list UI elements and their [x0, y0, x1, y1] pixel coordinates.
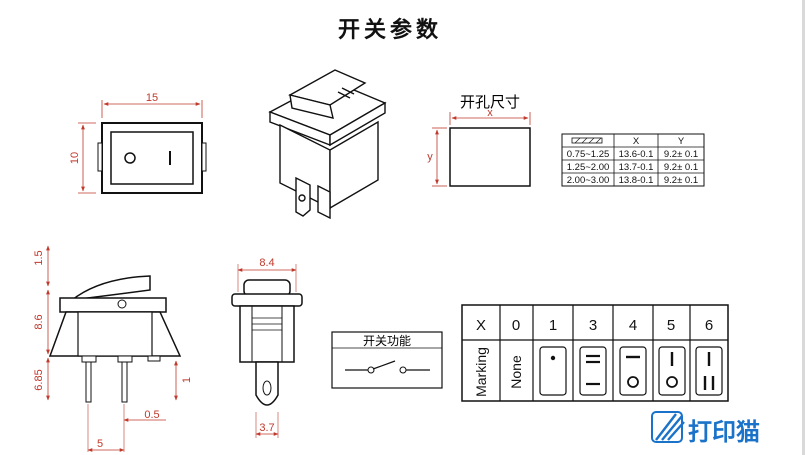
- table-cell: 1.25~2.00: [567, 162, 610, 173]
- cutout-diagram: 开孔尺寸 x y: [427, 93, 531, 187]
- dim-side-c: 6.85: [33, 369, 45, 390]
- dim-side-d: 1: [181, 377, 193, 383]
- table-cell: 13.6-0.1: [619, 149, 654, 160]
- marking-col: 4: [629, 317, 637, 334]
- brand-logo: 打印猫: [651, 411, 760, 446]
- dim-side-b: 8.6: [33, 314, 45, 329]
- dim-side-a: 1.5: [33, 250, 45, 265]
- dim-side-e: 0.5: [144, 409, 159, 421]
- marking-o-icon: [124, 152, 136, 164]
- marking-col: 0: [512, 317, 520, 334]
- logo-text: 打印猫: [688, 418, 760, 446]
- marking-none-label: None: [508, 355, 524, 389]
- marking-col: 1: [549, 317, 557, 334]
- page-title: 开关参数: [337, 18, 442, 43]
- isometric-view: [268, 69, 387, 220]
- logo-mark-icon: [651, 411, 685, 443]
- circle-icon: [627, 376, 639, 388]
- marking-table: X 0 1 3 4 5 6 Marking None: [461, 304, 729, 402]
- marking-col: 6: [705, 317, 713, 334]
- table-cell: 9.2± 0.1: [664, 175, 698, 186]
- marking-header-x: X: [476, 317, 486, 334]
- dim-top-height: 10: [69, 152, 81, 164]
- top-front-view: 15 10: [69, 92, 207, 194]
- thickness-symbol-icon: [571, 137, 603, 144]
- front-narrow-view: 8.4 3.7: [231, 257, 303, 438]
- table-cell: 0.75~1.25: [567, 149, 610, 160]
- dot-icon: [550, 355, 556, 361]
- table-cell: 2.00~3.00: [567, 175, 610, 186]
- marking-col: 5: [667, 317, 675, 334]
- marking-row-label: Marking: [473, 347, 489, 397]
- marking-col: 3: [589, 317, 597, 334]
- switch-function-box: 开关功能: [331, 331, 443, 389]
- right-edge-divider: [802, 0, 805, 455]
- table-cell: 9.2± 0.1: [664, 149, 698, 160]
- table-cell: 13.7-0.1: [619, 162, 654, 173]
- function-title: 开关功能: [363, 334, 411, 348]
- dim-front-pin: 3.7: [259, 422, 274, 434]
- table-header-x: X: [633, 136, 640, 147]
- table-cell: 13.8-0.1: [619, 175, 654, 186]
- circle-icon: [666, 376, 678, 388]
- table-header-y: Y: [678, 136, 685, 147]
- cutout-x-label: x: [487, 107, 493, 119]
- dim-top-width: 15: [146, 92, 158, 104]
- dim-side-f: 5: [97, 438, 103, 450]
- dim-front-width: 8.4: [259, 257, 274, 269]
- cutout-y-label: y: [427, 151, 433, 163]
- cutout-table: X Y 0.75~1.25 13.6-0.1 9.2± 0.1 1.25~2.0…: [561, 133, 705, 187]
- table-cell: 9.2± 0.1: [664, 162, 698, 173]
- cutout-title: 开孔尺寸: [460, 93, 520, 111]
- side-view: 1.5 8.6 6.85 1 0.5 5: [33, 245, 193, 452]
